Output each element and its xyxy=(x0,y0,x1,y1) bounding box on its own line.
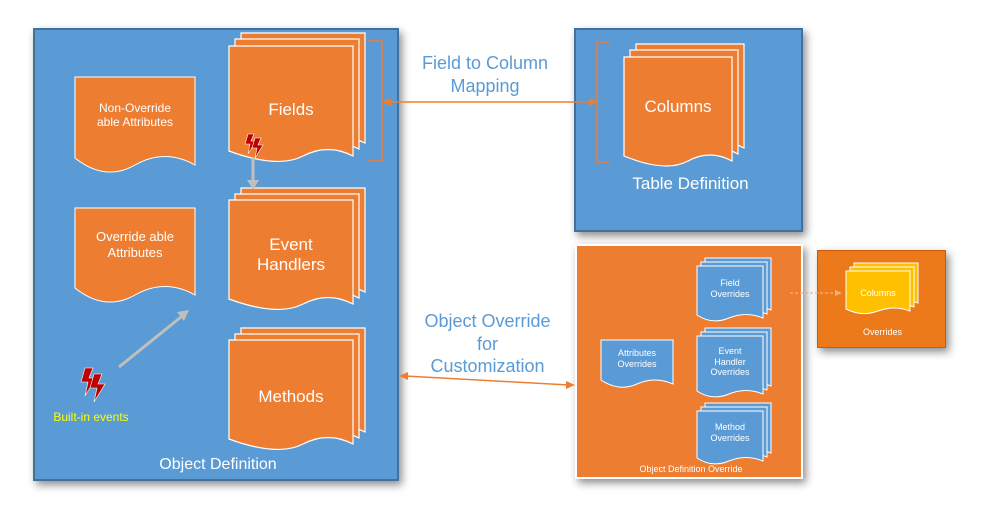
method-overrides-multidoc xyxy=(696,402,772,465)
built-in-events-label: Built-in events xyxy=(53,409,129,424)
columns-label: Columns xyxy=(644,96,712,116)
field-overrides-label: Field Overrides xyxy=(710,278,750,299)
table-definition-panel: Columns Table Definition xyxy=(574,28,803,232)
overrides-panel: Columns Overrides xyxy=(817,250,946,348)
lightning-icon-fields xyxy=(244,133,264,159)
fields-multidoc xyxy=(228,32,366,163)
event-handler-overrides-label: Event Handler Overrides xyxy=(710,345,750,378)
events-to-handlers-arrow xyxy=(118,310,189,369)
override-columns-label: Columns xyxy=(860,287,896,298)
override-attributes-doc xyxy=(74,207,196,303)
override-attributes-label: Override able Attributes xyxy=(95,229,175,260)
override-shapes xyxy=(600,257,772,465)
field-to-column-label: Field to Column Mapping xyxy=(421,53,549,96)
event-handler-overrides-multidoc xyxy=(696,327,772,398)
overrides-title: Overrides xyxy=(862,326,902,337)
event-handlers-label: Event Handlers xyxy=(256,234,326,274)
event-handlers-multidoc xyxy=(228,187,366,311)
fields-to-handlers-arrow xyxy=(247,158,259,190)
lightning-icon-builtin xyxy=(80,367,106,403)
object-override-label: Object Override for Customization xyxy=(424,311,551,376)
non-override-attributes-label: Non-Override able Attributes xyxy=(96,100,174,129)
method-overrides-label: Method Overrides xyxy=(710,422,750,443)
non-override-attributes-doc xyxy=(74,76,196,173)
table-definition-title: Table Definition xyxy=(632,173,749,193)
field-to-column-arrow xyxy=(382,98,598,106)
object-definition-override-panel: Attributes Overrides Field Overrides Eve… xyxy=(575,244,803,479)
table-definition-shapes xyxy=(623,43,745,167)
overrides-shapes xyxy=(845,262,919,315)
attributes-overrides-doc xyxy=(600,339,674,388)
field-overrides-multidoc xyxy=(696,257,772,322)
object-definition-shapes xyxy=(74,32,366,451)
attributes-overrides-label: Attributes Overrides xyxy=(617,348,657,369)
object-definition-panel: Non-Override able Attributes Override ab… xyxy=(33,28,399,481)
override-columns-multidoc xyxy=(845,262,919,315)
methods-label: Methods xyxy=(258,386,324,406)
object-definition-override-title: Object Definition Override xyxy=(639,463,743,474)
object-definition-title: Object Definition xyxy=(159,456,277,474)
columns-multidoc xyxy=(623,43,745,167)
fields-label: Fields xyxy=(268,99,314,119)
methods-multidoc xyxy=(228,327,366,451)
